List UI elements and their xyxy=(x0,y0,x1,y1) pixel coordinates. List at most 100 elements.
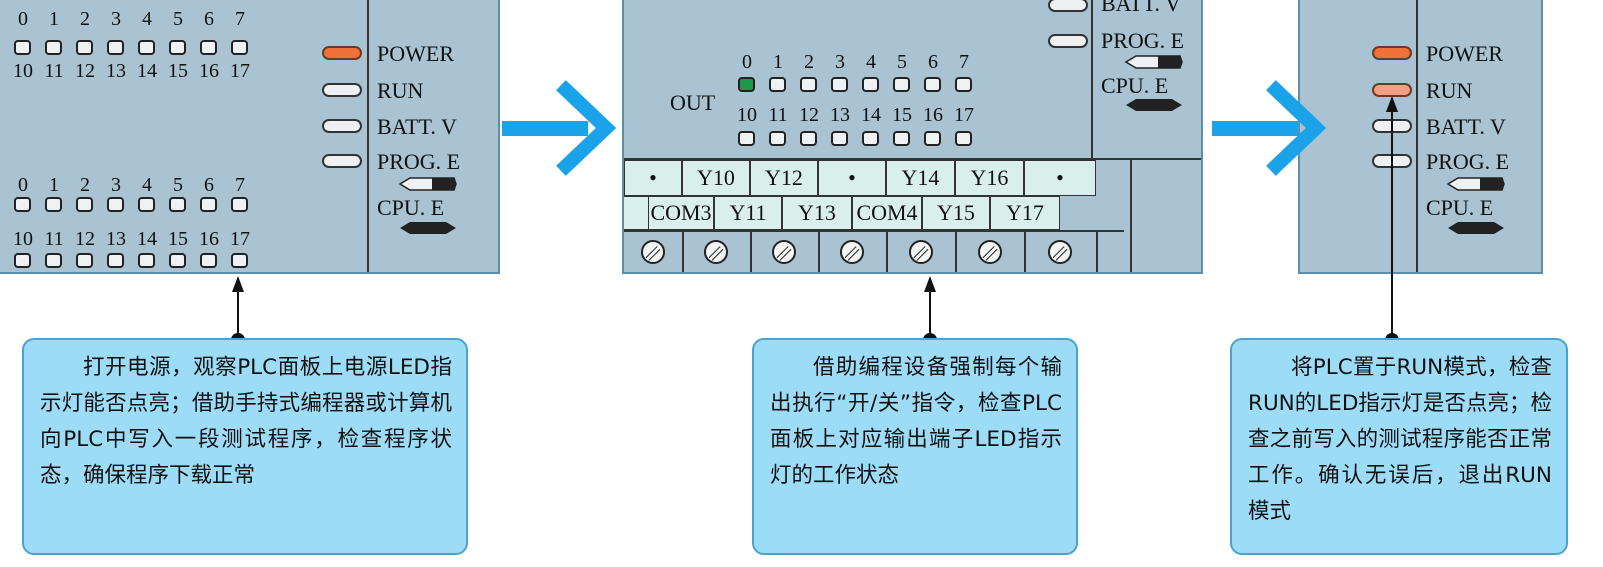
screw-divider xyxy=(886,230,888,272)
led-square-icon xyxy=(862,77,879,92)
led-number: 7 xyxy=(959,51,969,73)
batt-label: BATT. V xyxy=(1101,0,1181,16)
run-label: RUN xyxy=(377,78,424,103)
terminal-right-edge xyxy=(1130,160,1132,272)
power-label: POWER xyxy=(1426,41,1503,66)
batt-label: BATT. V xyxy=(377,114,457,139)
led-number: 11 xyxy=(44,228,64,250)
led-square-icon xyxy=(769,77,786,92)
terminal-screw-icon xyxy=(772,240,796,264)
screw-divider xyxy=(682,230,684,272)
led-square-icon xyxy=(45,197,62,212)
terminal-label: Y12 xyxy=(750,160,818,196)
led-square-icon xyxy=(800,131,817,146)
led-square-icon xyxy=(76,40,93,55)
screw-divider xyxy=(955,230,957,272)
panel-divider xyxy=(1091,0,1093,162)
terminal-label: COM3 xyxy=(648,196,714,230)
panel-divider xyxy=(367,0,369,272)
led-square-icon xyxy=(862,131,879,146)
terminal-screw-icon xyxy=(1048,240,1072,264)
led-square-icon xyxy=(955,77,972,92)
led-square-icon xyxy=(14,40,31,55)
batt-led-icon xyxy=(1048,0,1088,12)
led-number: 10 xyxy=(13,60,33,82)
callout-step3: 将PLC置于RUN模式，检查RUN的LED指示灯是否点亮；检查之前写入的测试程序… xyxy=(1230,338,1568,555)
led-square-icon xyxy=(200,197,217,212)
power-led-icon xyxy=(322,46,362,60)
led-number: 5 xyxy=(173,8,183,30)
led-number: 14 xyxy=(137,228,157,250)
terminal-label: • xyxy=(1024,160,1096,196)
led-number: 12 xyxy=(799,104,819,126)
led-number: 14 xyxy=(137,60,157,82)
led-number: 16 xyxy=(199,60,219,82)
terminal-screw-icon xyxy=(840,240,864,264)
led-number: 7 xyxy=(235,174,245,196)
led-number: 10 xyxy=(737,104,757,126)
led-square-icon xyxy=(169,253,186,268)
screw-row-top xyxy=(624,230,1124,232)
led-square-icon xyxy=(800,77,817,92)
led-number: 5 xyxy=(897,51,907,73)
step-arrow-1-icon xyxy=(502,80,617,176)
cpu-label: CPU. E xyxy=(1101,73,1169,98)
led-square-icon xyxy=(138,40,155,55)
screw-divider xyxy=(750,230,752,272)
led-square-icon xyxy=(76,197,93,212)
screw-divider xyxy=(1096,230,1098,272)
led-number: 12 xyxy=(75,60,95,82)
led-number: 17 xyxy=(230,60,250,82)
screw-divider xyxy=(818,230,820,272)
terminal-screw-icon xyxy=(908,240,933,264)
pointer-line-step2-icon xyxy=(923,276,937,347)
led-number: 10 xyxy=(13,228,33,250)
out-label: OUT xyxy=(670,90,716,115)
prog-led-icon xyxy=(322,154,362,168)
step-arrow-2-icon xyxy=(1212,80,1327,176)
led-square-icon xyxy=(200,253,217,268)
led-square-icon xyxy=(924,77,941,92)
led-square-icon xyxy=(893,131,910,146)
led-square-icon xyxy=(107,40,124,55)
power-led-icon xyxy=(1372,46,1412,60)
led-number: 7 xyxy=(235,8,245,30)
terminal-label: Y11 xyxy=(714,196,782,230)
cpu-led-half-icon xyxy=(1124,55,1183,69)
prog-led-icon xyxy=(1048,34,1088,48)
cpu-led-icon xyxy=(1448,222,1504,234)
terminal-label: Y15 xyxy=(922,196,990,230)
terminal-screw-icon xyxy=(704,240,728,264)
led-number: 15 xyxy=(168,228,188,250)
panel-divider xyxy=(1416,0,1418,272)
batt-label: BATT. V xyxy=(1426,114,1506,139)
led-square-icon xyxy=(76,253,93,268)
screw-divider xyxy=(1024,230,1026,272)
led-square-icon xyxy=(231,197,248,212)
led-number: 0 xyxy=(742,51,752,73)
terminal-label: Y16 xyxy=(955,160,1024,196)
led-number: 5 xyxy=(173,174,183,196)
cpu-label: CPU. E xyxy=(1426,195,1494,220)
led-square-icon xyxy=(14,197,31,212)
led-square-icon xyxy=(200,40,217,55)
led-square-icon xyxy=(45,40,62,55)
cpu-led-half-icon xyxy=(1446,177,1505,191)
led-square-icon xyxy=(45,253,62,268)
led-number: 4 xyxy=(866,51,876,73)
prog-label: PROG. E xyxy=(1426,149,1510,174)
cpu-led-icon xyxy=(1126,99,1182,111)
led-number: 11 xyxy=(768,104,788,126)
led-number: 3 xyxy=(835,51,845,73)
led-square-icon xyxy=(955,131,972,146)
led-number: 6 xyxy=(204,8,214,30)
led-square-icon xyxy=(769,131,786,146)
led-number: 16 xyxy=(923,104,943,126)
pointer-line-step3-icon xyxy=(1385,96,1399,347)
led-number: 6 xyxy=(204,174,214,196)
led-square-icon xyxy=(138,197,155,212)
terminal-label: COM4 xyxy=(852,196,922,230)
